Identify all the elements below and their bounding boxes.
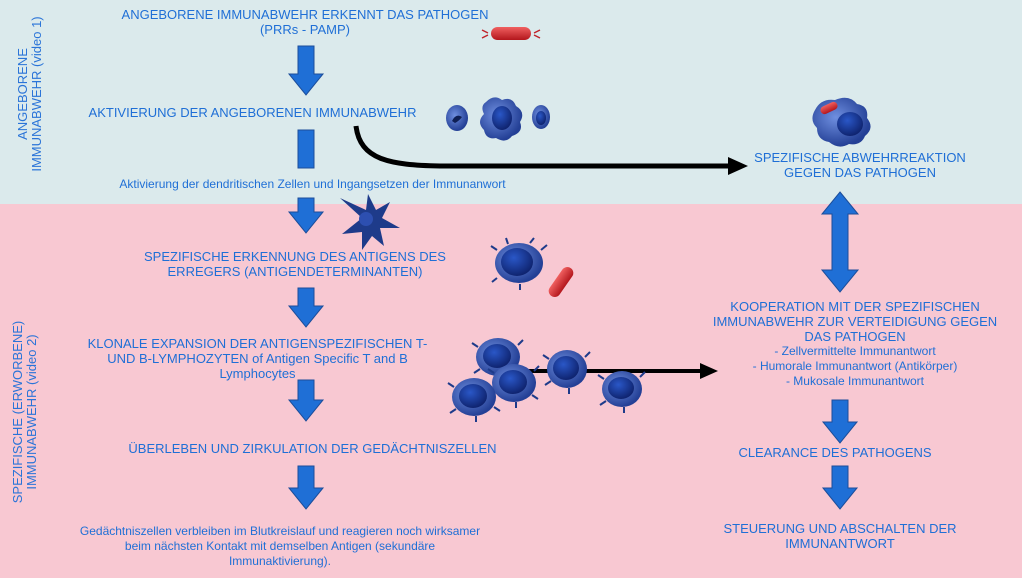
step-memory-cells-line2: beim nächsten Kontakt mit demselben Anti… bbox=[124, 539, 436, 553]
adaptive-side-label-line2: IMMUNABWEHR (video 2) bbox=[24, 334, 39, 490]
step-antigen-recognition-line1: SPEZIFISCHE ERKENNUNG DES ANTIGENS DES bbox=[144, 249, 446, 264]
cooperation-block: KOOPERATION MIT DER SPEZIFISCHEN IMMUNAB… bbox=[690, 299, 1020, 389]
step-memory-cells-line1: Gedächtniszellen verbleiben im Blutkreis… bbox=[79, 524, 481, 538]
step-antigen-recognition: SPEZIFISCHE ERKENNUNG DES ANTIGENS DES E… bbox=[110, 249, 480, 279]
step-recognition-line2: (PRRs - PAMP) bbox=[259, 22, 351, 37]
cooperation-item-humoral: - Humorale Immunantwort (Antikörper) bbox=[752, 359, 958, 373]
cooperation-line3: DAS PATHOGEN bbox=[804, 329, 906, 344]
step-antigen-recognition-line2: ERREGERS (ANTIGENDETERMINANTEN) bbox=[167, 264, 423, 279]
specific-response: SPEZIFISCHE ABWEHRREAKTION GEGEN DAS PAT… bbox=[735, 150, 985, 180]
innate-side-label-line1: ANGEBORENE bbox=[15, 48, 30, 140]
step-recognition: ANGEBORENE IMMUNABWEHR ERKENNT DAS PATHO… bbox=[90, 7, 520, 37]
cooperation-item-cell-mediated: - Zellvermittelte Immunantwort bbox=[774, 344, 936, 358]
step-clonal-expansion-line3: Lymphocytes bbox=[219, 366, 296, 381]
step-memory-cells-line3: Immunaktivierung). bbox=[228, 554, 332, 568]
immune-response-control-line2: IMMUNANTWORT bbox=[785, 536, 895, 551]
adaptive-side-label: SPEZIFISCHE (ERWORBENE) IMMUNABWEHR (vid… bbox=[10, 282, 39, 542]
pathogen-clearance: CLEARANCE DES PATHOGENS bbox=[738, 445, 932, 460]
cooperation-line2: IMMUNABWEHR ZUR VERTEIDIGUNG GEGEN bbox=[712, 314, 998, 329]
step-clonal-expansion-line1: KLONALE EXPANSION DER ANTIGENSPEZIFISCHE… bbox=[87, 336, 428, 351]
step-clonal-expansion-line2: UND B-LYMPHOZYTEN of Antigen Specific T … bbox=[107, 351, 408, 366]
cooperation-item-mucosal: - Mukosale Immunantwort bbox=[785, 374, 925, 388]
step-innate-activation: AKTIVIERUNG DER ANGEBORENEN IMMUNABWEHR bbox=[88, 105, 417, 120]
step-clonal-expansion: KLONALE EXPANSION DER ANTIGENSPEZIFISCHE… bbox=[55, 336, 460, 381]
specific-response-line1: SPEZIFISCHE ABWEHRREAKTION bbox=[754, 150, 966, 165]
step-memory-cells: Gedächtniszellen verbleiben im Blutkreis… bbox=[50, 524, 510, 569]
innate-side-label: ANGEBORENE IMMUNABWEHR (video 1) bbox=[15, 14, 44, 174]
innate-side-label-line2: IMMUNABWEHR (video 1) bbox=[29, 16, 44, 172]
specific-response-line2: GEGEN DAS PATHOGEN bbox=[784, 165, 936, 180]
cooperation-line1: KOOPERATION MIT DER SPEZIFISCHEN bbox=[730, 299, 980, 314]
step-memory-survival: ÜBERLEBEN UND ZIRKULATION DER GEDÄCHTNIS… bbox=[128, 441, 497, 456]
adaptive-side-label-line1: SPEZIFISCHE (ERWORBENE) bbox=[10, 320, 25, 504]
immune-response-control: STEUERUNG UND ABSCHALTEN DER IMMUNANTWOR… bbox=[700, 521, 980, 551]
step-recognition-line1: ANGEBORENE IMMUNABWEHR ERKENNT DAS PATHO… bbox=[121, 7, 489, 22]
immune-response-control-line1: STEUERUNG UND ABSCHALTEN DER bbox=[723, 521, 957, 536]
step-dendritic-activation: Aktivierung der dendritischen Zellen und… bbox=[119, 177, 506, 191]
